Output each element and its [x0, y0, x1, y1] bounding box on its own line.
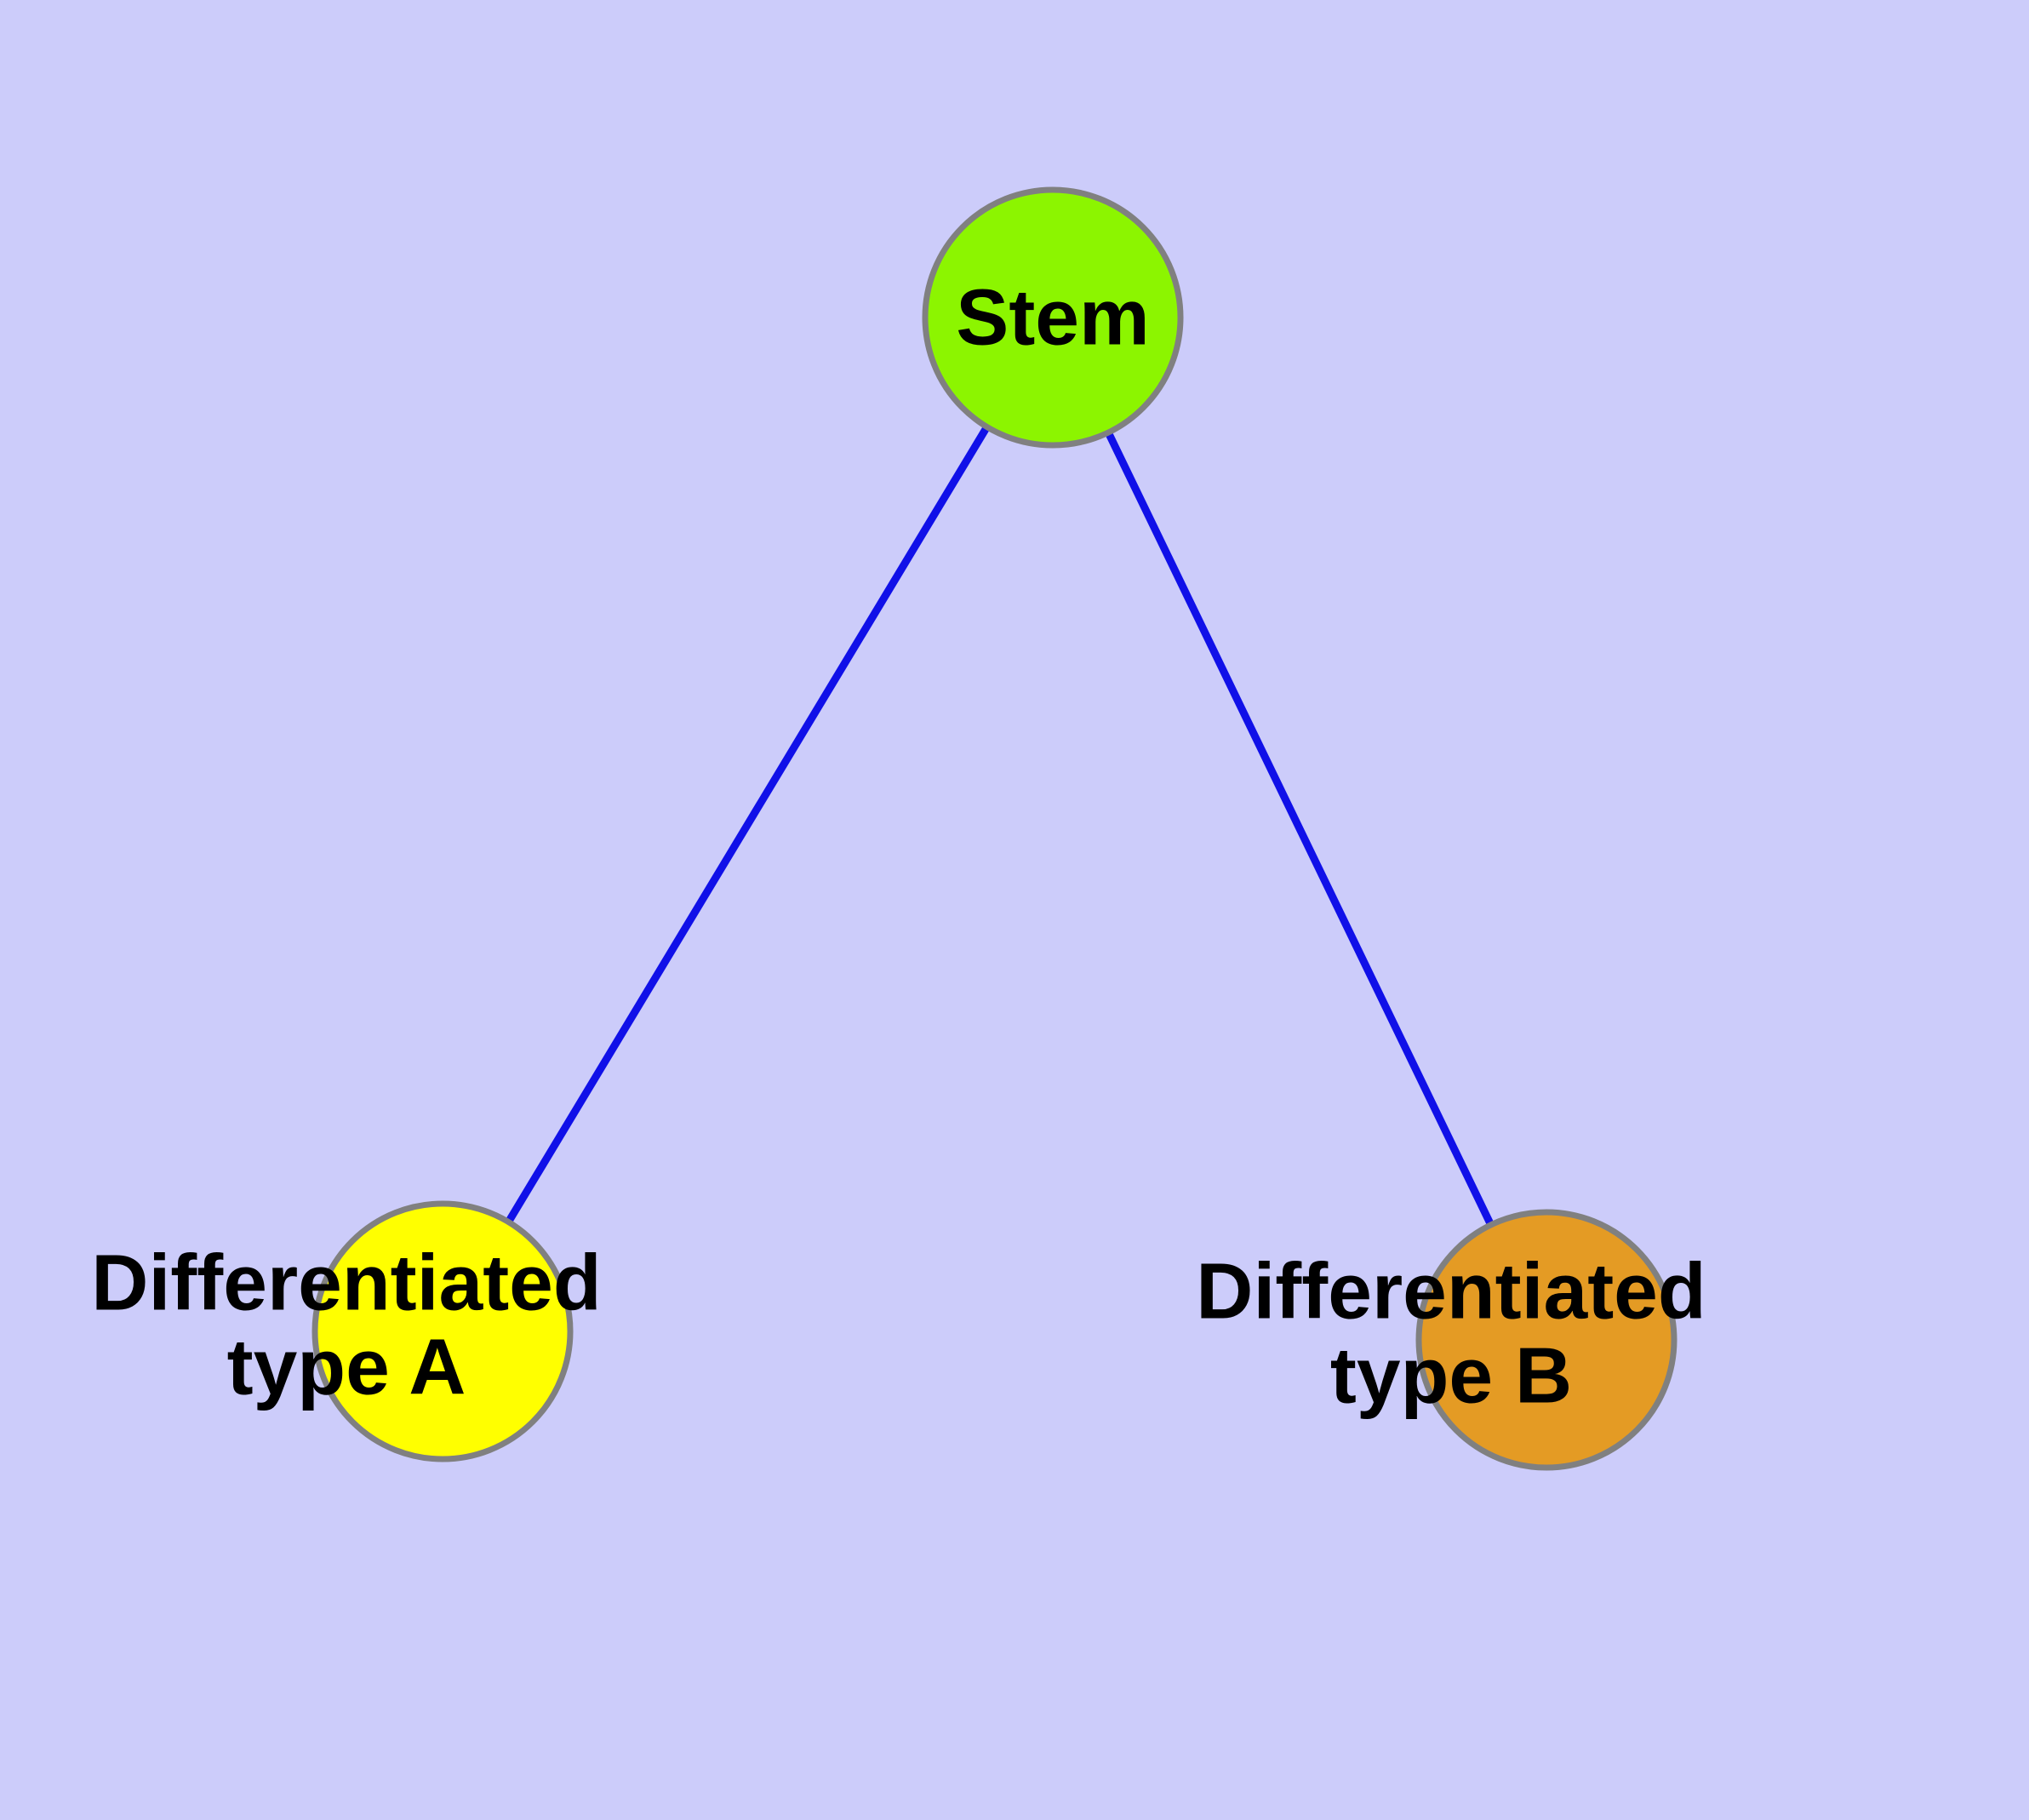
graph-edge-stem-to-diff-a[interactable] — [503, 421, 992, 1228]
graph-node-stem[interactable] — [922, 186, 1184, 449]
graph-node-diff-b[interactable] — [1415, 1209, 1677, 1471]
edge-layer — [503, 421, 1496, 1230]
graph-edge-stem-to-diff-b[interactable] — [1103, 427, 1496, 1230]
node-layer — [311, 186, 1677, 1471]
graph-node-diff-a[interactable] — [311, 1200, 574, 1462]
